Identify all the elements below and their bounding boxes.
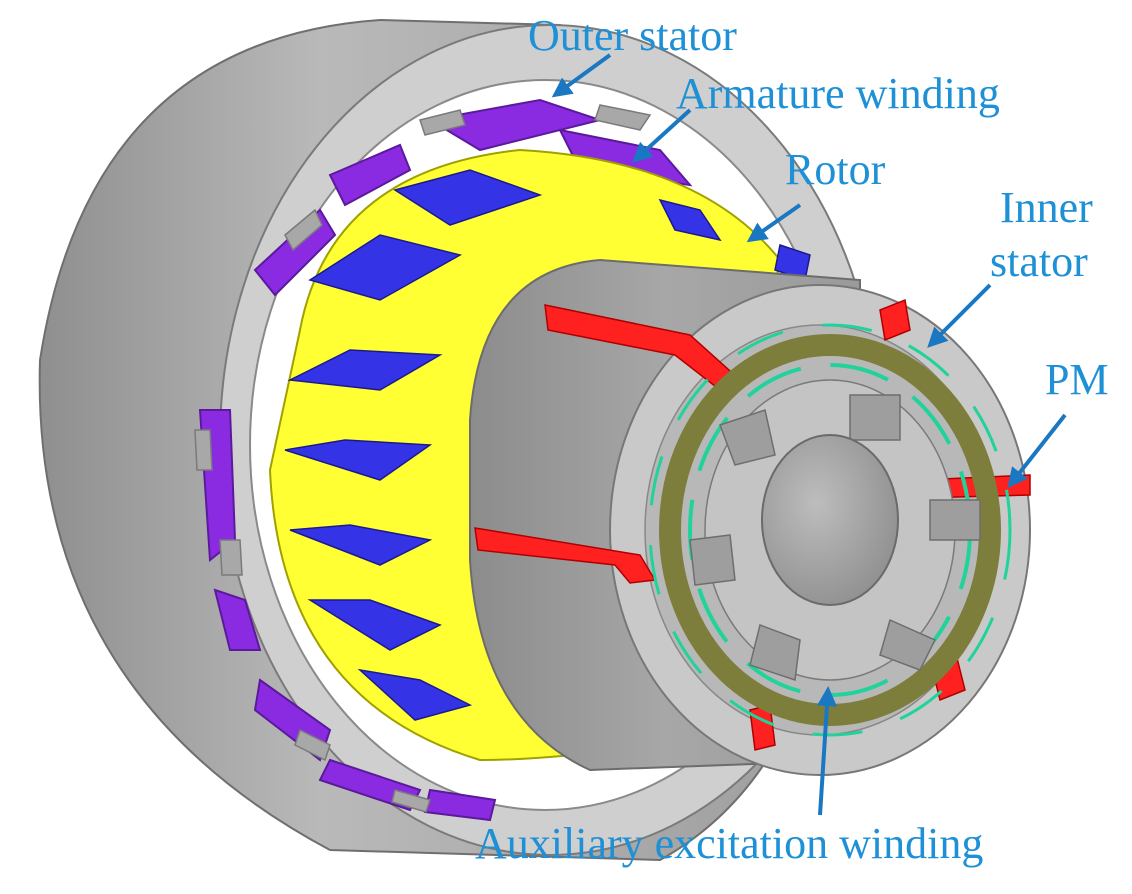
label-auxiliary-excitation-winding: Auxiliary excitation winding: [475, 819, 984, 868]
leader-arrows: [551, 53, 1067, 816]
label-pm: PM: [1045, 355, 1109, 404]
label-rotor: Rotor: [785, 145, 886, 194]
arrow-auxiliary-winding: [816, 686, 837, 816]
label-outer-stator: Outer stator: [528, 11, 737, 60]
outer-stator-teeth: [194, 104, 652, 813]
arrow-armature-winding: [632, 108, 692, 163]
label-inner-stator-line1: Inner: [1000, 183, 1093, 232]
arrow-outer-stator: [551, 53, 612, 98]
label-armature-winding: Armature winding: [676, 69, 1000, 118]
arrow-rotor: [746, 203, 802, 243]
label-inner-stator-line2: stator: [990, 237, 1088, 286]
arrow-pm: [1007, 413, 1067, 489]
inner-stator-core: [689, 379, 981, 682]
arrow-inner-stator: [927, 283, 992, 348]
